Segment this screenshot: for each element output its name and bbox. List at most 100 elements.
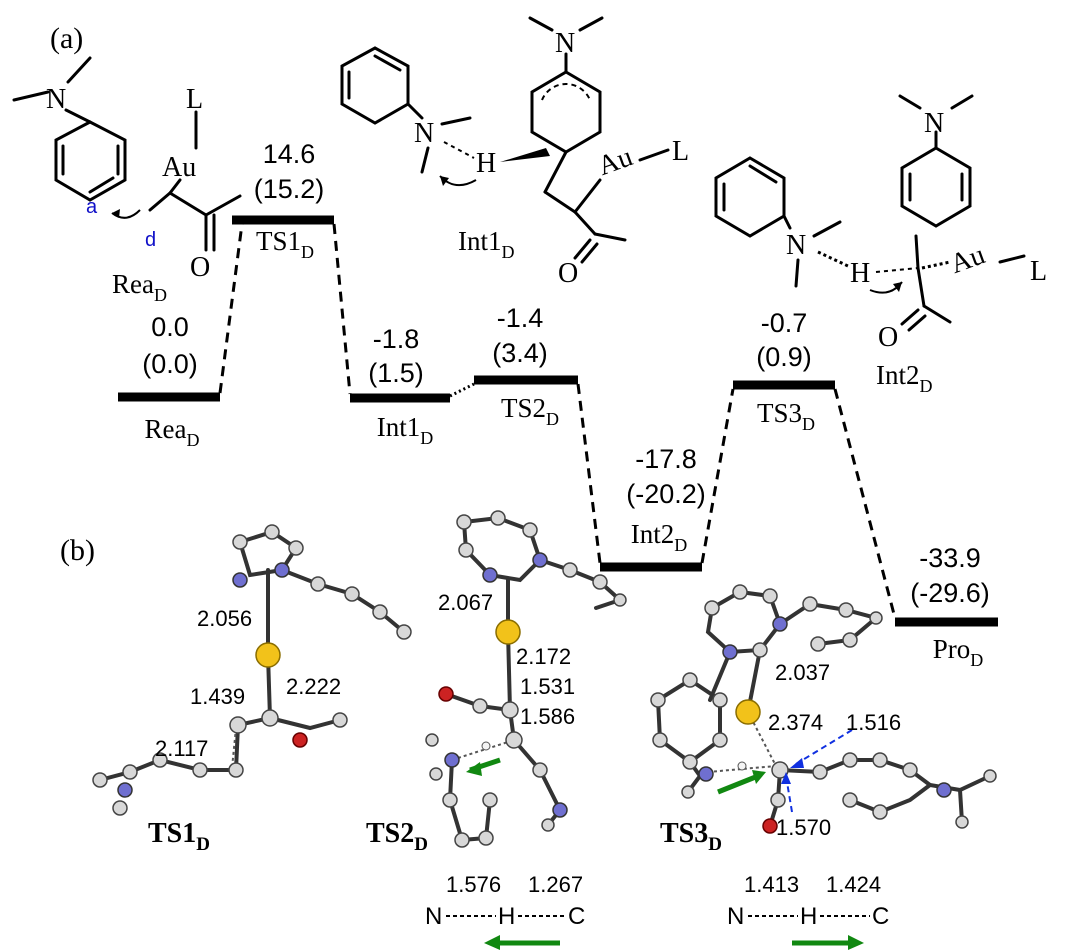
geometry-label-ts2: TS2D [366, 818, 428, 855]
bond [204, 194, 242, 217]
atom [722, 644, 738, 660]
atom-au: Au [162, 152, 196, 183]
bond [580, 242, 599, 264]
panel-label-a: (a) [50, 22, 83, 55]
bond [66, 56, 92, 84]
atom [228, 762, 244, 778]
bond [373, 54, 402, 72]
structure-label-rea: ReaD [112, 269, 167, 305]
atom [522, 522, 538, 538]
bond [573, 238, 592, 260]
atom-h: H [800, 903, 817, 930]
forming-bond [231, 727, 237, 769]
atom [112, 800, 128, 816]
atom [650, 692, 666, 708]
distance-label: 2.222 [286, 674, 341, 699]
atom [482, 567, 498, 583]
distance-label: 1.439 [190, 684, 245, 709]
structure-int1: N H N Au L O Int1D [340, 16, 689, 289]
geometry-label-ts1: TS1D [148, 818, 210, 855]
energy2-int2: (-20.2) [626, 479, 706, 509]
atom [92, 772, 108, 788]
bond [848, 783, 932, 815]
atom [552, 802, 568, 818]
bond [578, 16, 604, 32]
hbond-dashed [457, 741, 509, 759]
bond [98, 757, 238, 782]
hbond-dashed [875, 267, 919, 273]
bond [64, 108, 92, 124]
atom-l: L [1030, 256, 1047, 287]
arrowhead-icon [484, 935, 500, 950]
bond [88, 176, 115, 194]
site-label-d: d [145, 229, 156, 251]
atom-l: L [672, 136, 689, 167]
atom-o [292, 732, 308, 748]
bond [655, 677, 722, 765]
arrowhead-icon [752, 770, 766, 784]
atom [812, 764, 828, 780]
atom-o [762, 818, 778, 834]
atom [232, 534, 248, 550]
panel-label-b: (b) [60, 534, 95, 567]
atom-n: N [786, 230, 806, 261]
distance-label: 2.172 [516, 644, 571, 669]
bond [748, 164, 778, 184]
bond [573, 178, 602, 214]
hc-distance: 1.267 [528, 872, 583, 897]
energy2-ts1: (15.2) [254, 174, 325, 204]
energy2-ts3: (0.9) [756, 342, 812, 372]
atom [752, 642, 768, 658]
atom [802, 596, 818, 612]
geometry-label-ts3: TS3D [660, 818, 722, 855]
atom [310, 576, 326, 592]
bond [950, 94, 974, 110]
atom-n: N [414, 118, 434, 149]
bond [512, 738, 563, 827]
atom-n: N [727, 903, 744, 930]
atom [842, 632, 858, 648]
energy-pro: -33.9 [919, 543, 981, 573]
hc-distance: 1.424 [826, 872, 881, 897]
atom-h [481, 741, 491, 751]
energy-int1: -1.8 [373, 324, 420, 354]
atom [562, 562, 578, 578]
distance-label: 2.067 [438, 590, 493, 615]
atom [478, 830, 494, 846]
geometry-ts1: 2.056 2.222 1.439 2.117 TS1D [92, 524, 412, 855]
atom [192, 762, 208, 778]
energy2-pro: (-29.6) [910, 578, 990, 608]
atom [501, 701, 519, 719]
atom [704, 600, 720, 616]
atom [682, 754, 698, 770]
atom [505, 731, 523, 749]
atom-o [438, 686, 454, 702]
dienyl-ring [900, 146, 972, 228]
atom [770, 792, 786, 808]
arrowhead-icon [112, 209, 120, 218]
bond [168, 191, 208, 217]
hbond-dashed [443, 141, 475, 159]
site-label-a: a [86, 196, 98, 218]
atom-n2: N [924, 108, 944, 139]
atom [652, 732, 668, 748]
atom-au [495, 619, 521, 645]
structure-int2: N H N Au L O Int2D [714, 94, 1047, 396]
atom [396, 624, 412, 640]
atom [442, 792, 458, 808]
atom [732, 584, 748, 600]
bond [280, 568, 406, 634]
hashed-bond [817, 250, 849, 268]
distance-label: 1.531 [520, 674, 575, 699]
bond [708, 650, 732, 702]
label-ts1: TS1D [256, 226, 314, 262]
label-int1: Int1D [377, 412, 434, 448]
distance-label: 2.037 [775, 660, 830, 685]
geometry-ts3: 2.037 2.374 1.516 1.570 TS3D 1.413 1.424… [650, 584, 997, 950]
connector-int1-ts2 [449, 382, 475, 398]
arrowhead-icon [440, 176, 449, 186]
label-rea: ReaD [145, 414, 200, 450]
atom [229, 716, 247, 734]
atom [872, 752, 888, 768]
atom [842, 752, 858, 768]
